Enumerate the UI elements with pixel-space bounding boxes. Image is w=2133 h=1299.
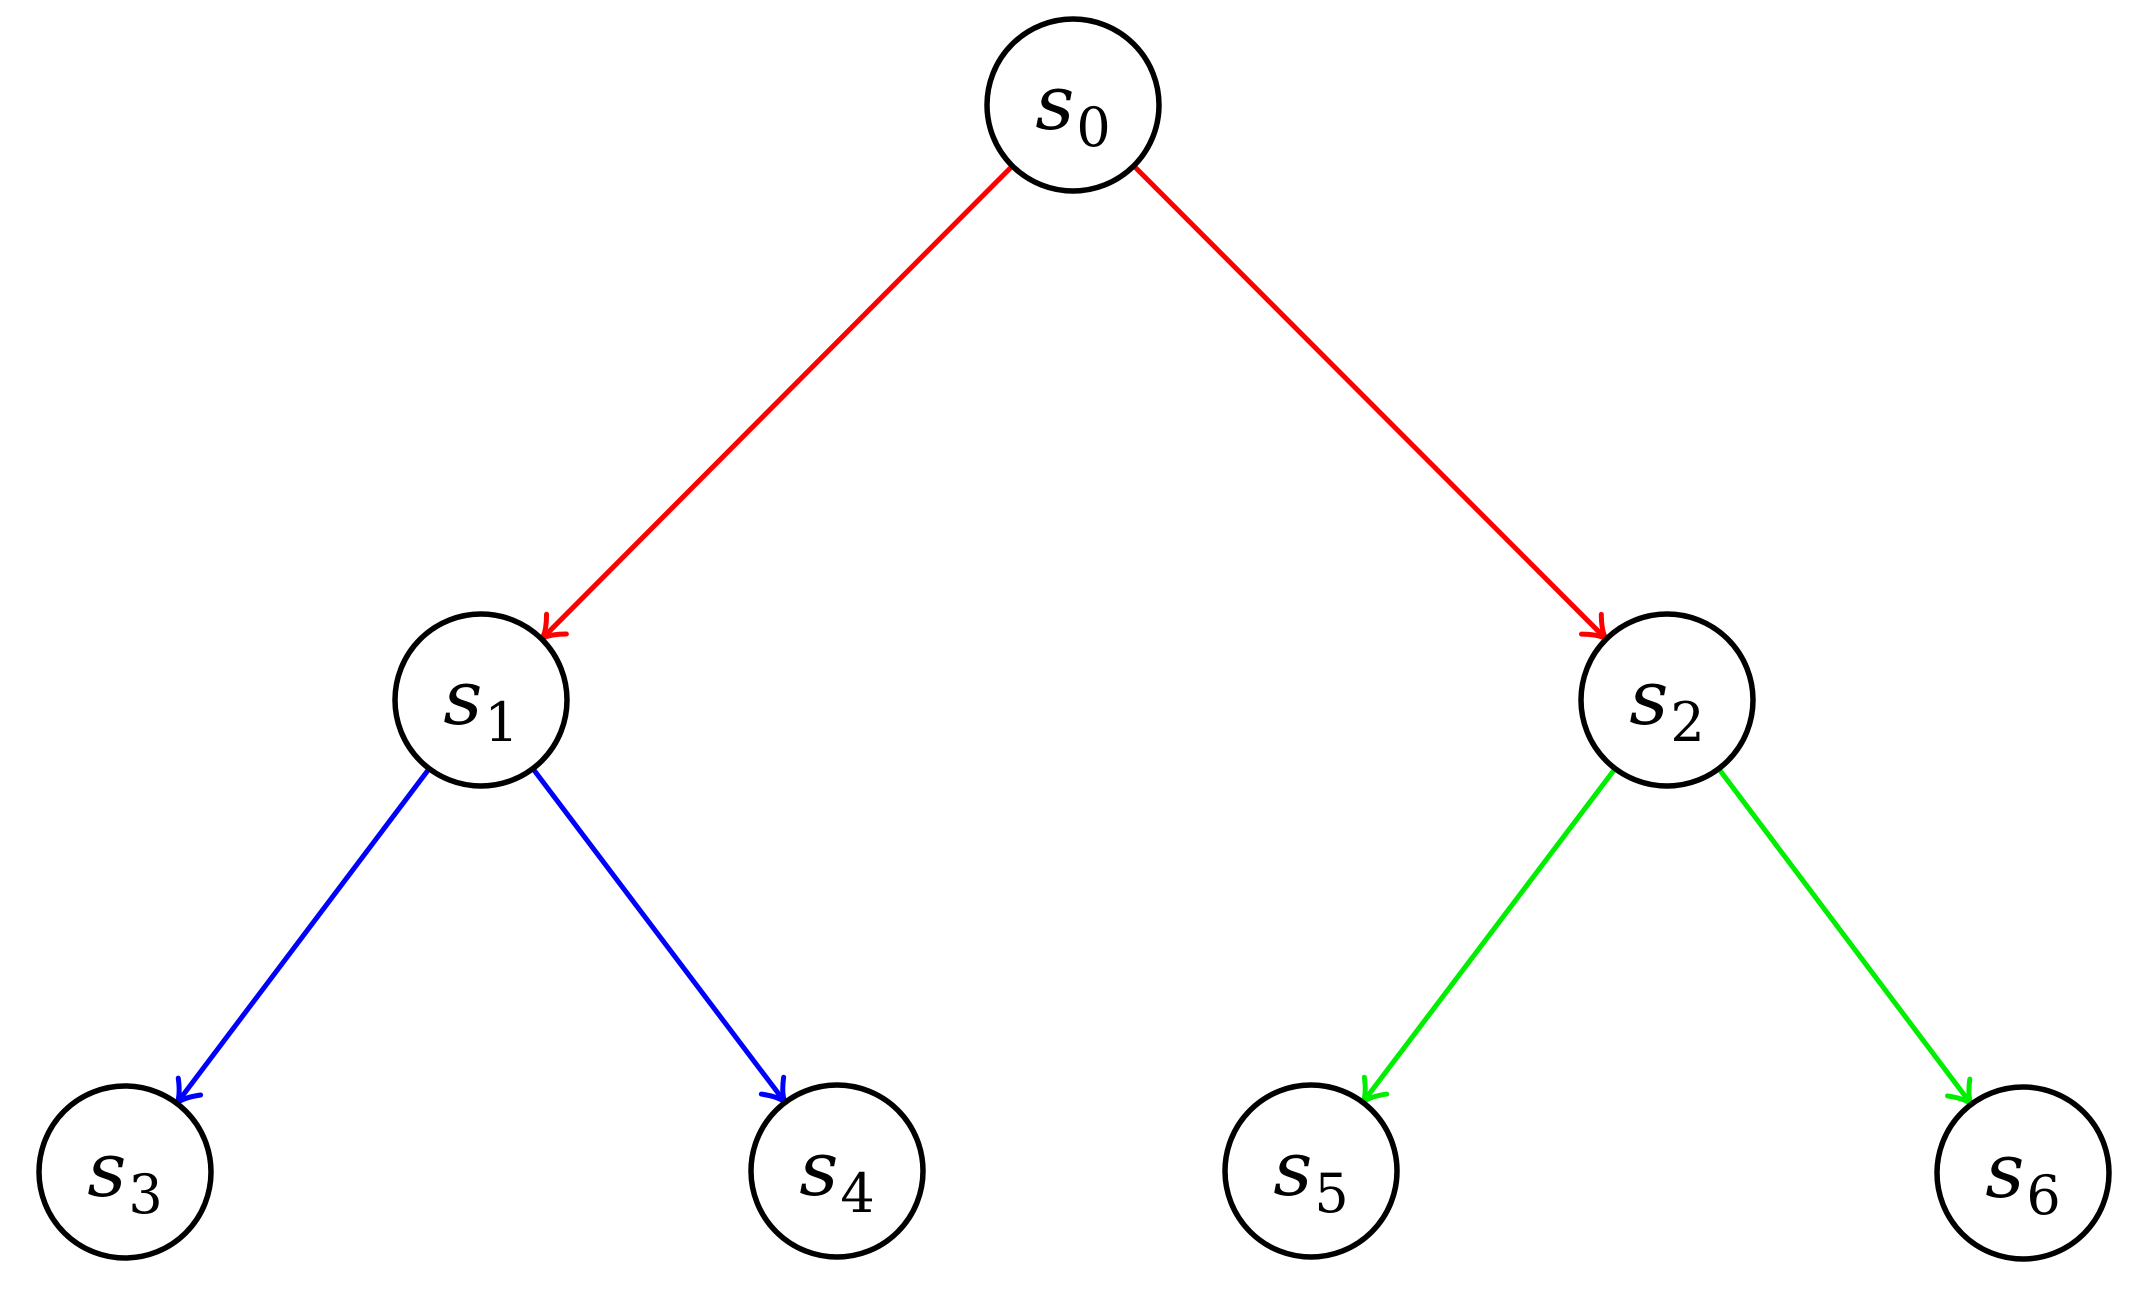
edge-line: [546, 165, 1013, 635]
node-label: s3: [87, 1125, 162, 1226]
node-label-letter: s: [443, 653, 482, 742]
node-s1: s1: [392, 611, 570, 789]
edge-s0-s1: [539, 165, 1013, 641]
node-label: s0: [1035, 58, 1110, 159]
node-label-letter: s: [1035, 58, 1074, 147]
node-label-subscript: 6: [2026, 1164, 2060, 1227]
edge-line: [1366, 768, 1616, 1097]
node-label-letter: s: [1273, 1124, 1312, 1213]
node-s0: s0: [984, 16, 1162, 194]
edge-s1-s3: [174, 768, 430, 1106]
node-label: s5: [1273, 1124, 1348, 1225]
node-label: s2: [1629, 653, 1704, 754]
edge-line: [1718, 768, 1968, 1099]
node-s3: s3: [36, 1083, 214, 1261]
state-circle: [1934, 1084, 2112, 1262]
node-label: s4: [799, 1124, 874, 1225]
node-label-subscript: 5: [1314, 1162, 1348, 1225]
state-circle: [984, 16, 1162, 194]
state-circle: [748, 1082, 926, 1260]
edge-line: [1133, 165, 1602, 635]
state-circle: [36, 1083, 214, 1261]
node-s4: s4: [748, 1082, 926, 1260]
node-label-subscript: 3: [128, 1163, 162, 1226]
state-circle: [1578, 611, 1756, 789]
node-label-subscript: 2: [1670, 691, 1704, 754]
state-circle: [392, 611, 570, 789]
edge-line: [180, 768, 430, 1098]
node-label-letter: s: [1629, 653, 1668, 742]
node-label-letter: s: [1985, 1126, 2024, 1215]
state-circle: [1222, 1082, 1400, 1260]
node-s5: s5: [1222, 1082, 1400, 1260]
edge-s2-s5: [1360, 768, 1616, 1105]
edge-line: [532, 768, 782, 1097]
node-label-letter: s: [799, 1124, 838, 1213]
node-s6: s6: [1934, 1084, 2112, 1262]
node-label-subscript: 0: [1076, 96, 1110, 159]
node-label: s1: [443, 653, 518, 754]
edge-s2-s6: [1718, 768, 1974, 1106]
node-label: s6: [1985, 1126, 2060, 1227]
node-label-letter: s: [87, 1125, 126, 1214]
edge-s0-s2: [1133, 165, 1609, 641]
edge-s1-s4: [532, 768, 788, 1105]
node-label-subscript: 1: [484, 691, 518, 754]
node-s2: s2: [1578, 611, 1756, 789]
node-label-subscript: 4: [840, 1162, 874, 1225]
